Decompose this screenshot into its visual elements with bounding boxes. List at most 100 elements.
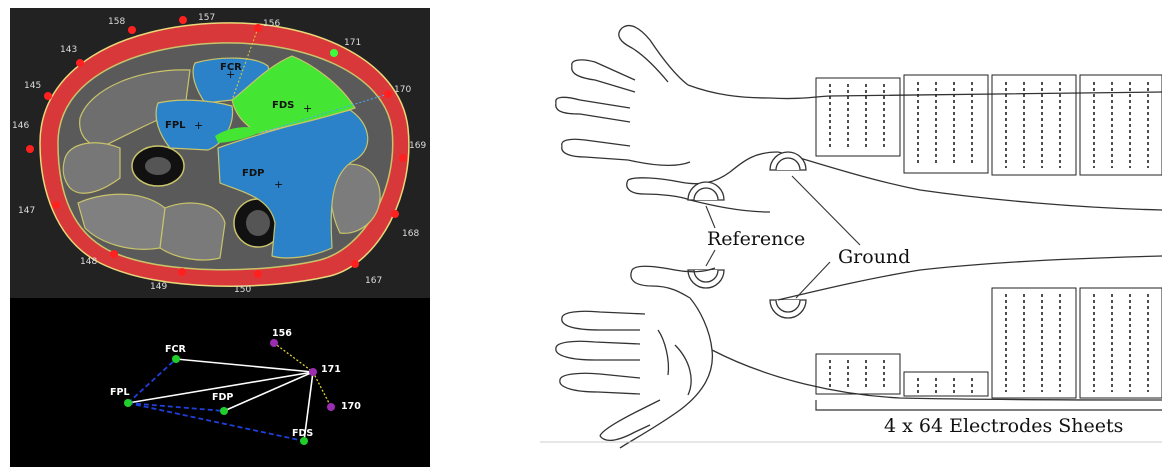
electrode-number: 145 <box>24 81 41 91</box>
arm-svg: Reference Ground <box>540 0 1162 467</box>
electrode-marker <box>44 92 52 100</box>
electrode-number: 146 <box>12 121 29 131</box>
graph-node <box>124 399 132 407</box>
electrode-sheet <box>1080 75 1162 175</box>
hand-outline <box>628 160 690 165</box>
electrode-marker <box>26 145 34 153</box>
finger-outline <box>572 60 635 92</box>
finger-outline <box>622 26 688 85</box>
electrode-number: 168 <box>402 229 419 239</box>
reference-label: Reference <box>707 228 805 250</box>
electrode-number: 148 <box>80 257 97 267</box>
thumb-outline <box>627 180 690 200</box>
electrode-marker <box>178 268 186 276</box>
radius-marrow <box>145 157 171 175</box>
electrode-marker <box>384 90 392 98</box>
graph-node-label: 170 <box>341 401 361 412</box>
electrode-number: 167 <box>365 276 382 286</box>
centroid-mark: + <box>274 178 283 191</box>
electrode-marker <box>254 24 262 32</box>
electrode-marker <box>128 26 136 34</box>
muscle-compartment <box>160 203 225 260</box>
hand-outline <box>688 85 1162 99</box>
electrode-sheet <box>816 354 900 394</box>
ground-leader <box>796 262 830 298</box>
finger-outline <box>556 341 640 348</box>
forearm-outline <box>778 256 1162 300</box>
reference-leader <box>706 250 715 266</box>
top-arm-outline <box>556 26 1162 212</box>
graph-node-label: FPL <box>110 387 130 398</box>
finger-outline <box>556 348 640 360</box>
palm-crease <box>675 345 691 395</box>
electrode-sheets-bottom <box>816 288 1162 398</box>
centroid-mark: + <box>194 119 203 132</box>
centroid-mark: + <box>226 68 235 81</box>
electrode-sheet <box>904 372 988 396</box>
forearm-outline <box>778 152 1162 210</box>
electrode-number: 169 <box>409 141 426 151</box>
graph-node-label: 156 <box>272 328 292 339</box>
electrode-marker <box>399 154 407 162</box>
thumb-outline <box>628 152 778 184</box>
graph-node <box>309 368 317 376</box>
electrode-number: 143 <box>60 45 77 55</box>
wrist-outline <box>690 200 770 212</box>
finger-outline <box>560 380 640 394</box>
graph-node-label: 171 <box>321 364 341 375</box>
sheets-bracket <box>816 400 1162 410</box>
mri-svg: FCR FDS FPL FDP + + + + 158 157 156 171 … <box>10 8 430 467</box>
electrode-number: 171 <box>344 38 361 48</box>
muscle-label-fds: FDS <box>272 100 294 111</box>
finger-outline <box>556 97 630 122</box>
electrode-number: 157 <box>198 13 215 23</box>
electrode-number: 156 <box>263 19 280 29</box>
electrode-marker <box>76 59 84 67</box>
palm-outline <box>620 298 712 448</box>
electrode-number: 150 <box>234 285 251 295</box>
arm-figure: Reference Ground <box>540 0 1162 467</box>
finger-outline <box>562 318 640 330</box>
electrode-marker <box>52 201 60 209</box>
mri-figure: FCR FDS FPL FDP + + + + 158 157 156 171 … <box>10 8 430 467</box>
graph-node-label: FDS <box>292 428 313 439</box>
electrode-marker <box>351 260 359 268</box>
electrode-number: 149 <box>150 282 167 292</box>
finger-outline <box>562 139 630 160</box>
thumb-outline <box>631 270 690 298</box>
electrode-sheet <box>992 288 1076 398</box>
muscle-label-fpl: FPL <box>165 120 186 131</box>
ulna-marrow <box>246 210 270 236</box>
centroid-mark: + <box>303 102 312 115</box>
palm-crease <box>658 330 668 375</box>
electrode-number: 170 <box>394 85 411 95</box>
electrode-marker-highlight <box>330 49 338 57</box>
electrode-marker <box>179 16 187 24</box>
reference-leader <box>706 206 715 228</box>
finger-outline <box>560 373 640 380</box>
graph-node <box>270 339 278 347</box>
finger-outline <box>600 425 650 440</box>
electrode-sheet <box>1080 288 1162 398</box>
graph-node <box>172 355 180 363</box>
sheets-label: 4 x 64 Electrodes Sheets <box>884 415 1123 437</box>
ground-label: Ground <box>838 246 910 268</box>
thumb-outline <box>632 266 715 272</box>
electrode-sheet <box>992 75 1076 175</box>
graph-background <box>10 298 430 467</box>
electrode-marker <box>254 270 262 278</box>
graph-node-label: FDP <box>212 392 233 403</box>
finger-outline <box>562 311 645 318</box>
electrode-sheets-top <box>816 75 1162 175</box>
graph-node <box>220 407 228 415</box>
electrode-sheet <box>904 75 988 173</box>
graph-node <box>327 403 335 411</box>
electrode-number: 147 <box>18 206 35 216</box>
electrode-number: 158 <box>108 17 125 27</box>
graph-node-label: FCR <box>165 344 186 355</box>
electrode-marker <box>110 250 118 258</box>
muscle-label-fdp: FDP <box>242 168 264 179</box>
electrode-sheet <box>816 78 900 156</box>
electrode-marker <box>391 210 399 218</box>
finger-outline <box>600 400 660 436</box>
